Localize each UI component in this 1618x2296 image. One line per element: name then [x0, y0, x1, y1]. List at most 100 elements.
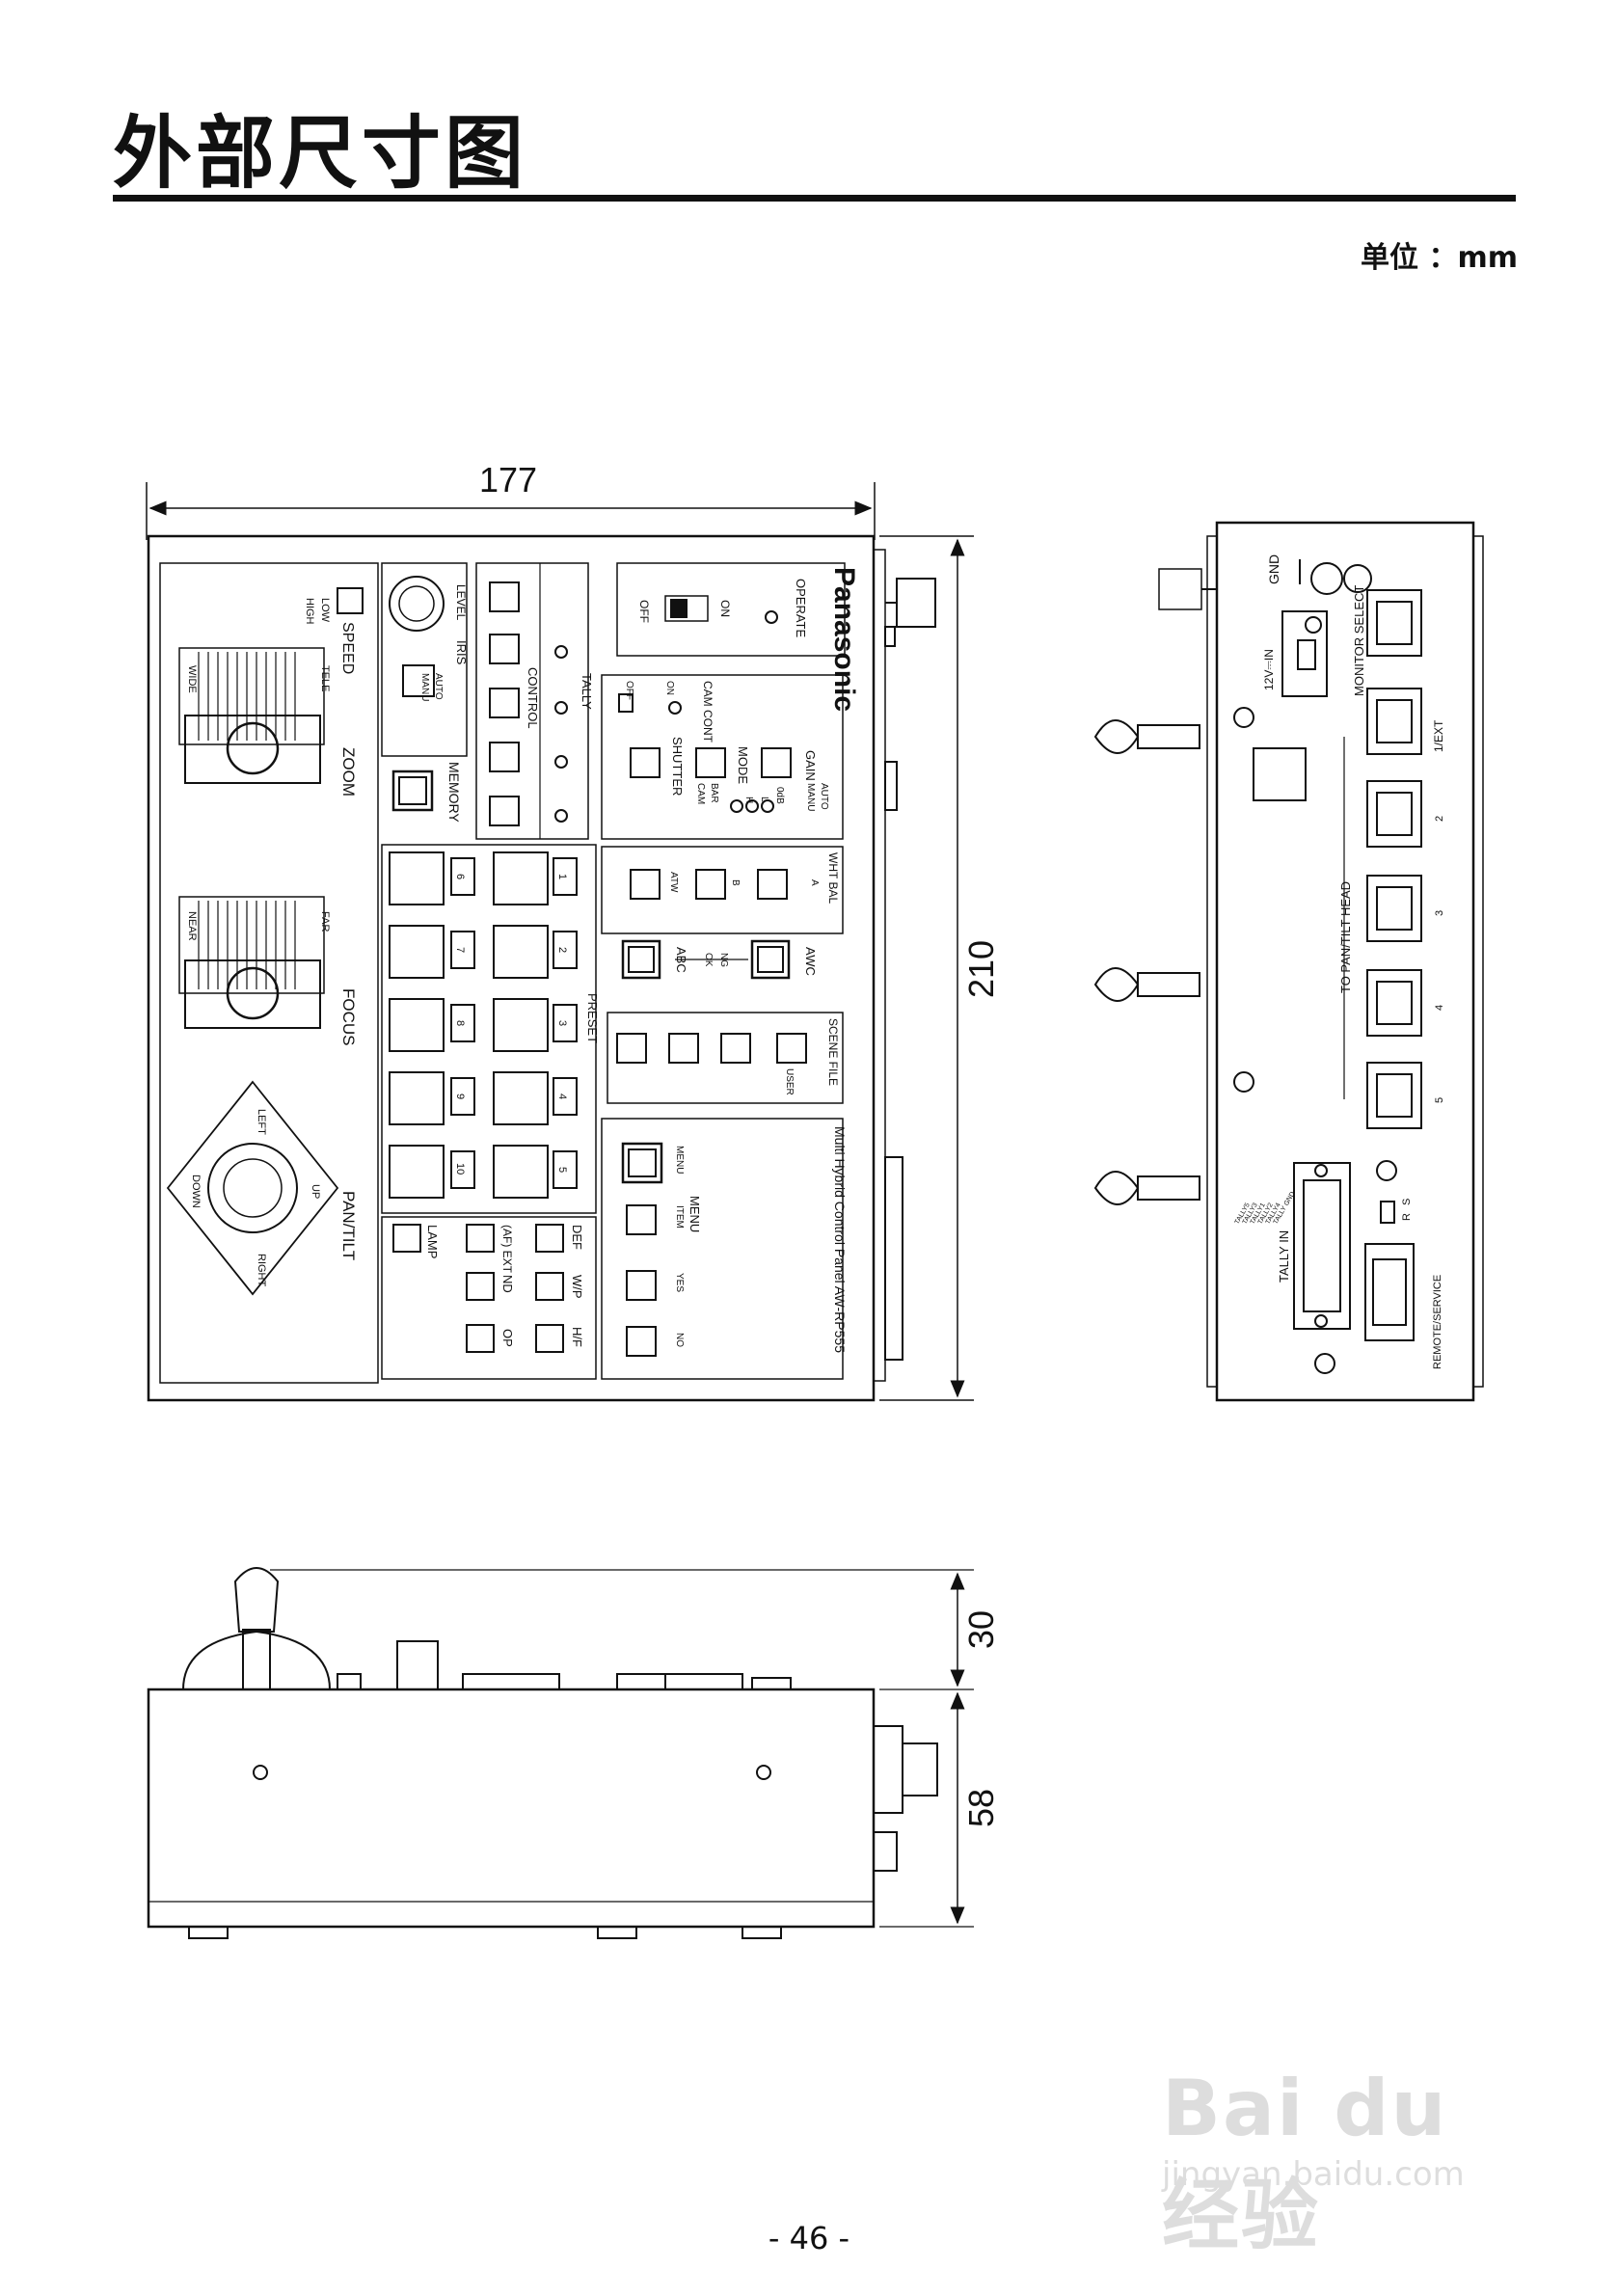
to-pan-tilt-head-label: TO PAN/TILT HEAD	[1338, 881, 1353, 993]
hf-label: H/F	[570, 1327, 584, 1347]
top-view-labels: 177 210 Panasonic Multi Hybrid Control P…	[186, 460, 1001, 1353]
far-label: FAR	[319, 911, 331, 932]
wb-atw-label: ATW	[668, 872, 679, 893]
menu-button-label: MENU	[674, 1146, 685, 1174]
tele-label: TELE	[319, 665, 331, 692]
baidu-watermark: Bai du 经验 jingyan.baidu.com	[1143, 2044, 1548, 2260]
ext-label: 1/EXT	[1432, 719, 1445, 752]
watermark-main: Bai du 经验	[1162, 2064, 1448, 2260]
gain-auto-label: AUTO	[819, 783, 829, 810]
menu-label: MENU	[688, 1196, 702, 1232]
wb-a-label: A	[809, 879, 820, 886]
scene-file-label: SCENE FILE	[826, 1018, 840, 1086]
iris-manu-label: MANU	[419, 673, 430, 701]
ng-label: NG	[718, 953, 729, 967]
memory-label: MEMORY	[446, 762, 462, 823]
gain-label: GAIN	[803, 750, 818, 781]
tally-in-label: TALLY IN	[1277, 1230, 1291, 1283]
abc-label: ABC	[674, 947, 688, 973]
item-label: ITEM	[674, 1205, 685, 1229]
watermark-url: jingyan.baidu.com	[1162, 2155, 1465, 2194]
gain-h-label: H	[743, 797, 754, 803]
user-label: USER	[784, 1068, 795, 1095]
no-label: NO	[674, 1333, 685, 1347]
tally-label: TALLY	[580, 673, 594, 710]
gain-0db-label: 0dB	[774, 787, 785, 804]
preset-label: PRESET	[585, 993, 600, 1043]
brand-logo: Panasonic	[828, 567, 860, 712]
right-label: RIGHT	[256, 1254, 267, 1287]
gnd-label: GND	[1266, 554, 1281, 584]
focus-label: FOCUS	[339, 988, 358, 1046]
awc-label: AWC	[803, 947, 818, 976]
ok-label: OK	[703, 953, 714, 967]
rear-view	[1093, 521, 1484, 1402]
page-title: 外部尺寸图	[113, 108, 528, 200]
num-7: 7	[454, 947, 466, 953]
num-10: 10	[454, 1163, 466, 1175]
gain-manu-label: MANU	[805, 783, 816, 811]
dim-body-height-label: 58	[961, 1789, 1001, 1827]
wht-bal-label: WHT BAL	[826, 852, 840, 904]
iris-label: IRIS	[454, 640, 469, 665]
shutter-label: SHUTTER	[670, 737, 685, 796]
op-label: OP	[500, 1329, 515, 1347]
dim-height-label: 210	[961, 940, 1001, 998]
num-4: 4	[556, 1094, 568, 1099]
mode-label: MODE	[736, 746, 750, 784]
af-ext-label: (AF) EXT	[500, 1225, 514, 1274]
mode-cam-label: CAM	[695, 783, 706, 804]
near-label: NEAR	[186, 911, 198, 941]
dim-width-label: 177	[479, 460, 537, 500]
monitor-select-label: MONITOR SELECT	[1352, 585, 1366, 696]
up-label: UP	[310, 1184, 321, 1199]
iris-auto-label: AUTO	[433, 673, 444, 700]
rear-view-labels: GND MONITOR SELECT 12V⎓IN 1/EXT 2 3 4 5 …	[1234, 554, 1445, 1369]
num-5: 5	[556, 1167, 568, 1173]
top-view	[146, 482, 974, 1402]
speed-low-label: LOW	[319, 598, 331, 623]
left-label: LEFT	[256, 1109, 267, 1135]
port-2-label: 2	[1434, 816, 1445, 822]
pan-tilt-label: PAN/TILT	[339, 1191, 358, 1260]
zoom-label: ZOOM	[339, 747, 358, 797]
operate-label: OPERATE	[794, 579, 808, 637]
port-3-label: 3	[1434, 910, 1445, 916]
yes-label: YES	[674, 1273, 685, 1292]
cam-cont-off: OFF	[624, 681, 634, 700]
on-label: ON	[718, 600, 732, 617]
off-label: OFF	[637, 600, 651, 623]
mode-bar-label: BAR	[709, 783, 719, 803]
wb-b-label: B	[730, 879, 741, 886]
side-view-labels: 30 58	[961, 1610, 1001, 1827]
down-label: DOWN	[190, 1175, 202, 1208]
remote-service-label: REMOTE/SERVICE	[1432, 1275, 1443, 1369]
page-number: - 46 -	[768, 2220, 850, 2256]
speed-high-label: HIGH	[304, 598, 315, 625]
wide-label: WIDE	[186, 665, 198, 693]
power-in-label: 12V⎓IN	[1262, 649, 1276, 690]
num-1: 1	[556, 874, 568, 879]
num-9: 9	[454, 1094, 466, 1099]
model-name: Multi Hybrid Control Panel AW-RP555	[832, 1126, 848, 1353]
lamp-label: LAMP	[425, 1225, 440, 1258]
nd-label: ND	[500, 1275, 515, 1293]
level-label: LEVEL	[454, 584, 468, 621]
speed-label: SPEED	[339, 622, 356, 674]
title-rule	[113, 195, 1516, 202]
control-label: CONTROL	[526, 667, 540, 729]
num-3: 3	[556, 1020, 568, 1026]
port-5-label: 5	[1434, 1097, 1445, 1103]
side-view	[147, 1567, 974, 1939]
gain-l-label: L	[759, 797, 769, 802]
port-4-label: 4	[1434, 1005, 1445, 1011]
num-8: 8	[454, 1020, 466, 1026]
s-label: S	[1401, 1199, 1413, 1205]
cam-cont-label: CAM CONT	[701, 681, 715, 743]
wp-label: W/P	[570, 1275, 584, 1299]
num-6: 6	[454, 874, 466, 879]
num-2: 2	[556, 947, 568, 953]
unit-label: 单位 ：mm	[1361, 241, 1518, 275]
r-label: R	[1401, 1213, 1413, 1221]
